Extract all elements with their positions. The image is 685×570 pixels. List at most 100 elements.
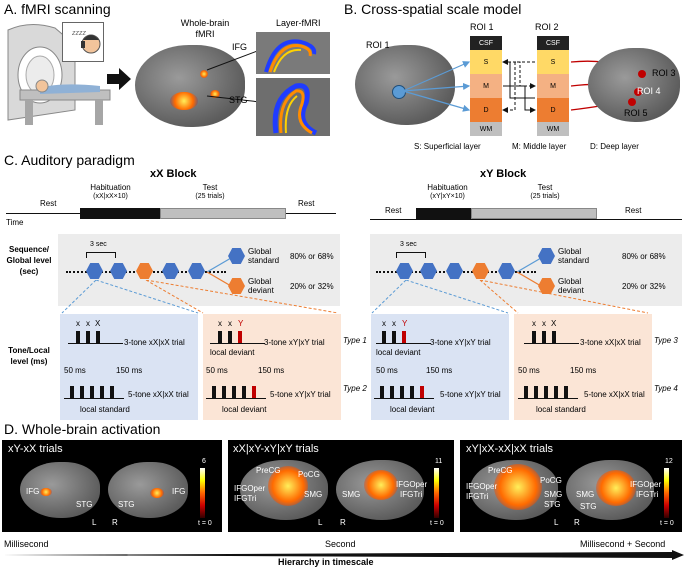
t2-x1: x	[218, 319, 222, 328]
xx-seq-hex-4	[162, 263, 179, 279]
legend-middle: M: Middle layer	[512, 142, 567, 151]
xx-global-deviant-label: Global deviant	[248, 277, 274, 295]
roi3-marker	[638, 70, 646, 78]
t1-axis	[68, 343, 123, 344]
t2-b5-5	[252, 386, 256, 398]
t1-axis-2	[64, 398, 124, 399]
xx-test-label: Test	[202, 183, 218, 192]
roi2-layer-csf: CSF	[537, 36, 569, 50]
t3-axis-2	[374, 398, 434, 399]
xx-rest-right: Rest	[298, 199, 315, 208]
t3-b5-1	[380, 386, 384, 398]
t3-trial-label: 3-tone xY|xY trial	[430, 338, 491, 347]
hierarchy-arrow-icon	[2, 550, 684, 560]
t1-bar-1	[76, 331, 80, 343]
xx-seq-hex-5	[188, 263, 205, 279]
panel3-R: R	[574, 518, 580, 527]
legend-superficial: S: Superficial layer	[414, 142, 481, 151]
t2-bar-1	[218, 331, 222, 343]
t4-b5-3	[544, 386, 548, 398]
xy-3sec-label: 3 sec	[400, 241, 417, 248]
t2-bar-2	[228, 331, 232, 343]
t4-X: X	[551, 319, 557, 328]
t4-bar-3	[552, 331, 556, 343]
t1-X: X	[95, 319, 101, 328]
roi1-layer-m: M	[470, 74, 502, 98]
t4-local-label: local standard	[536, 405, 586, 414]
panel1-act-l	[40, 488, 52, 496]
panel1-stg-r: STG	[118, 500, 135, 509]
t4-x2: x	[542, 319, 546, 328]
tone-local-label: Tone/Local level (ms)	[8, 346, 50, 366]
roi5-label: ROI 5	[624, 108, 648, 118]
type2-label: Type 2	[343, 384, 367, 393]
xy-3sec-bracket	[396, 252, 426, 258]
xx-block-title: xX Block	[150, 168, 197, 180]
roi-brain-right	[588, 48, 680, 122]
panel3-stg-r: STG	[580, 502, 597, 511]
t4-b5-2	[534, 386, 538, 398]
t1-bar-3	[96, 331, 100, 343]
t4-b5-1	[524, 386, 528, 398]
xy-branch-arrows	[516, 257, 542, 287]
t1-150ms: 150 ms	[116, 366, 143, 375]
panel1-brain-right	[108, 462, 188, 518]
xy-seq-hex-5	[498, 263, 515, 279]
t2-b5-1	[212, 386, 216, 398]
panel2-act-r	[364, 470, 398, 500]
t3-50ms: 50 ms	[376, 366, 398, 375]
t3-local-label: local deviant	[376, 348, 421, 357]
t1-trial-label: 3-tone xX|xX trial	[124, 338, 185, 347]
xy-seq-hex-1	[396, 263, 413, 279]
xx-branch-arrows	[206, 257, 232, 287]
xy-global-standard-hex	[538, 248, 555, 264]
tile-xx-local-standard	[60, 314, 198, 420]
xy-test-label: Test	[537, 183, 553, 192]
roi1-layer-s: S	[470, 50, 502, 74]
t2-x2: x	[228, 319, 232, 328]
xx-global-deviant-hex	[228, 278, 245, 294]
t1-b5-5	[110, 386, 114, 398]
t3-b5-4	[410, 386, 414, 398]
t2-150ms: 150 ms	[258, 366, 285, 375]
axis-right-label: Millisecond + Second	[580, 539, 666, 549]
xy-habituation-sub: (xY|xY×10)	[430, 193, 465, 200]
section-b-title: B. Cross-spatial scale model	[344, 1, 522, 17]
xx-3sec-bracket	[86, 252, 116, 258]
panel3-smg: SMG	[544, 490, 563, 499]
whole-brain-image	[135, 45, 245, 127]
roi1-layer-d: D	[470, 98, 502, 122]
t3-trial5-label: 5-tone xY|xY trial	[440, 390, 501, 399]
t2-b5-2	[222, 386, 226, 398]
xy-rest-right: Rest	[625, 206, 642, 215]
t3-bar-1	[382, 331, 386, 343]
t3-local-label-2: local deviant	[390, 405, 435, 414]
axis-title: Hierarchy in timescale	[278, 557, 374, 567]
t1-local-label: local standard	[80, 405, 130, 414]
ifg-label: IFG	[232, 42, 247, 52]
t3-bar-2	[392, 331, 396, 343]
roi3-label: ROI 3	[652, 68, 676, 78]
panel1-ifg-l: IFG	[26, 487, 40, 496]
panel2-smg-r: SMG	[342, 490, 361, 499]
panel1-title: xY-xX trials	[8, 443, 63, 455]
panel2-ifgoper-r: IFGOper	[396, 480, 428, 489]
panel2-act-l	[268, 466, 308, 506]
t1-b5-1	[70, 386, 74, 398]
sequence-global-label: Sequence/ Global level (sec)	[6, 245, 52, 276]
sequence-to-tone-dashed-lines	[61, 280, 649, 314]
mri-scanner-illustration	[7, 24, 111, 125]
xx-pct-deviant: 20% or 32%	[290, 282, 334, 291]
xy-global-deviant-hex	[538, 278, 555, 294]
t4-bar-1	[532, 331, 536, 343]
roi1-col-label: ROI 1	[470, 22, 494, 32]
panel3-L: L	[554, 518, 559, 527]
speech-bubble-text: zzzz	[72, 30, 86, 37]
t1-b5-2	[80, 386, 84, 398]
t3-b5-2	[390, 386, 394, 398]
xy-timeline-axis	[370, 219, 682, 220]
panel3-precg: PreCG	[488, 466, 513, 475]
t2-b5-3	[232, 386, 236, 398]
t2-trial-label: 3-tone xY|xY trial	[264, 338, 325, 347]
axis-left-label: Millisecond	[4, 539, 49, 549]
